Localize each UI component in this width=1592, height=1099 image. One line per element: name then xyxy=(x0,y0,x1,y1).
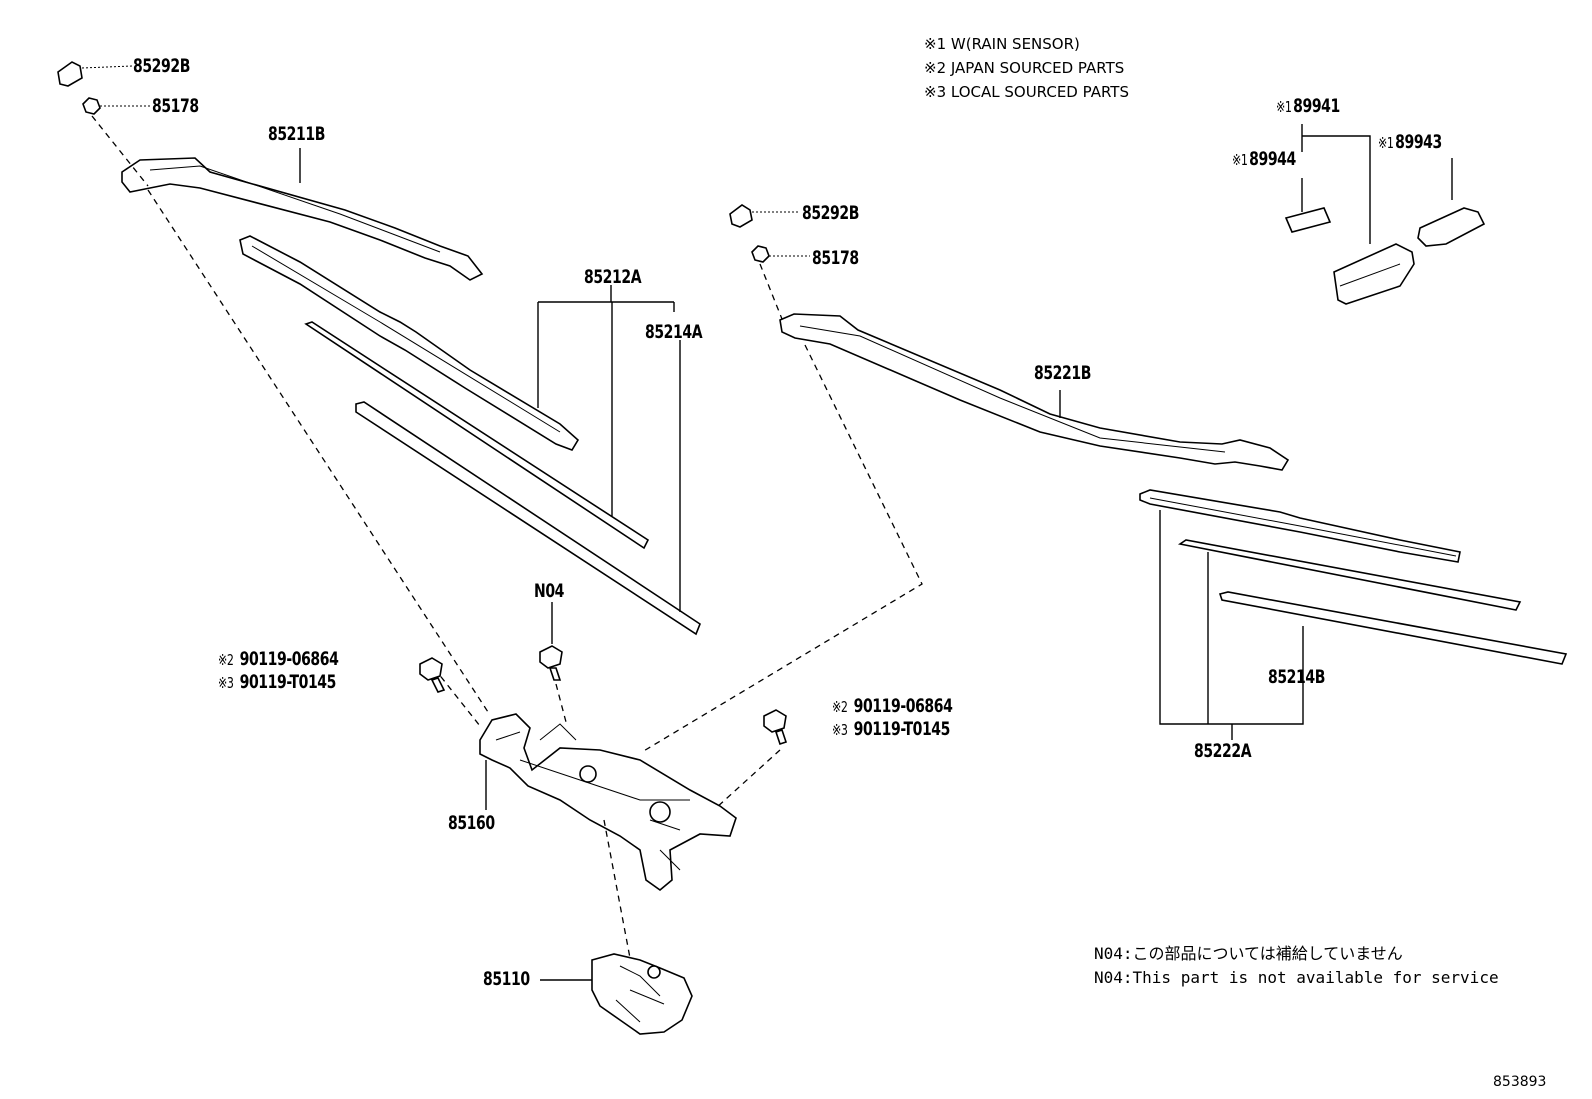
part-label-89943[interactable]: ※189943 xyxy=(1378,133,1442,152)
rain-sensor-cover[interactable] xyxy=(1417,207,1486,247)
n04-note-english: N04:This part is not available for servi… xyxy=(1094,968,1499,987)
legend-note-2: ※2 JAPAN SOURCED PARTS xyxy=(924,59,1125,77)
part-label-89941[interactable]: ※189941 xyxy=(1276,97,1340,116)
bolt-right[interactable] xyxy=(763,709,787,733)
part-label-85292B-left[interactable]: 85292B xyxy=(133,55,190,77)
part-label-85212A[interactable]: 85212A xyxy=(584,266,642,288)
part-label-85214A[interactable]: 85214A xyxy=(645,321,703,343)
legend-note-3: ※3 LOCAL SOURCED PARTS xyxy=(924,83,1129,101)
part-prefix-bolt-right-2: ※3 xyxy=(832,721,848,739)
part-prefix-bolt-left-1: ※2 xyxy=(218,651,234,669)
part-number-bolt-left-2: 90119-T0145 xyxy=(239,671,337,693)
wiper-rubber-right[interactable] xyxy=(1177,539,1522,611)
bolt-left[interactable] xyxy=(419,657,443,681)
part-label-bolt-right-1[interactable]: ※2 90119-06864 xyxy=(832,695,953,717)
part-number-bolt-right-2: 90119-T0145 xyxy=(853,718,951,740)
part-label-85221B[interactable]: 85221B xyxy=(1034,362,1091,384)
part-label-85211B[interactable]: 85211B xyxy=(268,123,325,145)
nut-right[interactable] xyxy=(751,245,770,263)
wiper-link-assembly[interactable] xyxy=(479,713,737,892)
part-prefix-89941: ※1 xyxy=(1276,98,1292,116)
part-label-bolt-left-1[interactable]: ※2 90119-06864 xyxy=(218,648,339,670)
part-label-85292B-right[interactable]: 85292B xyxy=(802,202,859,224)
part-label-85178-left[interactable]: 85178 xyxy=(152,95,199,117)
part-label-85214B[interactable]: 85214B xyxy=(1268,666,1325,688)
wiper-arm-left[interactable] xyxy=(121,157,484,281)
part-label-85110[interactable]: 85110 xyxy=(483,968,530,990)
part-number-89941: 89941 xyxy=(1293,95,1340,117)
part-label-85222A[interactable]: 85222A xyxy=(1194,740,1252,762)
n04-note-japanese: N04:この部品については補給していません xyxy=(1094,944,1403,963)
part-label-85160[interactable]: 85160 xyxy=(448,812,495,834)
figure-number: 853893 xyxy=(1493,1074,1547,1090)
legend-note-1: ※1 W(RAIN SENSOR) xyxy=(924,35,1080,53)
wiper-motor[interactable] xyxy=(591,953,693,1035)
part-label-85178-right[interactable]: 85178 xyxy=(812,247,859,269)
nut-left[interactable] xyxy=(82,97,101,115)
part-prefix-89943: ※1 xyxy=(1378,134,1394,152)
wiper-arm-cap-right[interactable] xyxy=(729,204,753,228)
wiper-refill-left[interactable] xyxy=(355,401,701,636)
part-prefix-bolt-left-2: ※3 xyxy=(218,674,234,692)
part-number-89943: 89943 xyxy=(1395,131,1442,153)
part-label-89944[interactable]: ※189944 xyxy=(1232,150,1296,169)
bolt-n04[interactable] xyxy=(539,645,563,669)
wiper-arm-cap-left[interactable] xyxy=(57,61,83,87)
part-label-bolt-left-2[interactable]: ※3 90119-T0145 xyxy=(218,673,336,692)
part-label-N04[interactable]: N04 xyxy=(534,580,565,602)
wiper-rubber-left[interactable] xyxy=(304,321,650,550)
part-number-bolt-right-1: 90119-06864 xyxy=(853,695,953,717)
wiper-refill-right[interactable] xyxy=(1218,591,1568,665)
part-number-89944: 89944 xyxy=(1249,148,1296,170)
wiper-blade-left[interactable] xyxy=(239,235,580,451)
part-prefix-bolt-right-1: ※2 xyxy=(832,698,848,716)
part-number-bolt-left-1: 90119-06864 xyxy=(239,648,339,670)
rain-sensor-pad[interactable] xyxy=(1284,207,1332,233)
wiper-arm-right[interactable] xyxy=(779,313,1290,471)
part-prefix-89944: ※1 xyxy=(1232,151,1248,169)
part-label-bolt-right-2[interactable]: ※3 90119-T0145 xyxy=(832,720,950,739)
